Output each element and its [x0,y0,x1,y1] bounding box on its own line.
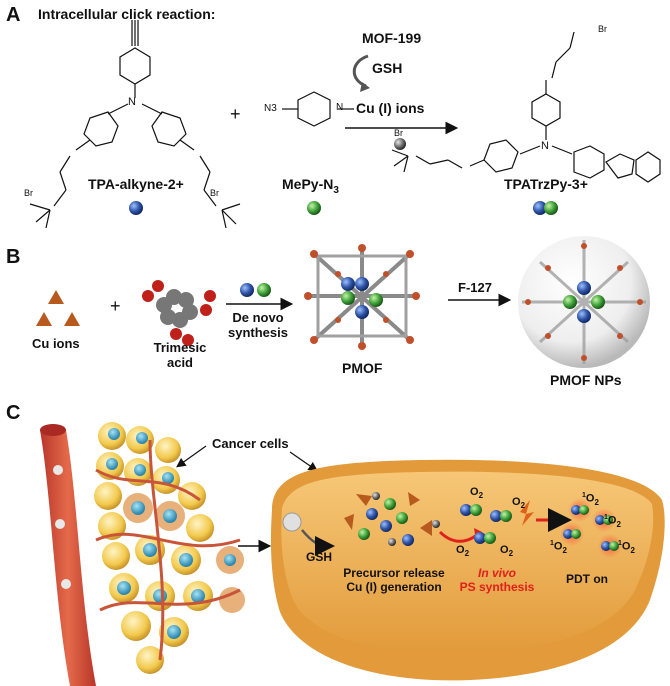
reactant1-label: TPA-alkyne-2+ [88,176,184,192]
trimesic-acid-model [142,280,216,346]
panel-b-label: B [6,246,21,268]
atom-n3: N3 [264,103,277,114]
cancer-cells-label: Cancer cells [212,436,289,451]
product-blue-ball-icon [533,201,547,215]
atom-br-left: Br [24,188,33,198]
product-label: TPATrzPy-3+ [504,176,588,192]
blood-vessel [40,424,96,686]
mepy-n3-structure [282,91,354,127]
plus-sign-b: + [110,296,121,316]
gsh-arrow [301,529,335,556]
gsh-label: GSH [306,550,333,564]
singlet-o2-3: 1O2 [550,540,567,555]
singlet-o2-4: 1O2 [618,540,635,555]
condition-cu: Cu (I) ions [356,100,425,116]
cu-ions-triangles [36,290,80,326]
atom-br-product-2: Br [394,128,403,138]
f127-label: F-127 [458,280,492,295]
ps-synthesis-cluster [460,504,512,544]
product-green-ball-icon [544,201,558,215]
nanoparticle-icon [282,512,302,532]
panel-c-label: C [6,402,21,424]
condition-gsh: GSH [372,60,403,76]
atom-n-plus: N [336,102,344,113]
o2-label-2: O2 [512,496,526,511]
cancer-cells-pointer-2 [289,451,318,472]
singlet-o2-1: 1O2 [582,492,599,507]
tpa-alkyne-structure [29,20,241,229]
capillaries [95,439,241,661]
pdt-glow [560,498,622,558]
pmof-label: PMOF [342,360,383,376]
cu-ions-label: Cu ions [32,336,80,351]
blue-ball-icon [129,201,143,215]
panel-a-label: A [6,4,21,26]
singlet-o2-2: 1O2 [604,514,621,529]
atom-n-product: N [541,140,549,152]
atom-br-product: Br [598,24,607,34]
pmof-nps-label: PMOF NPs [550,372,622,388]
curved-arrow [352,54,369,88]
atom-n-a: N [128,96,136,108]
b-blue-ball-icon [240,283,254,297]
tpatrzpy-structure [391,31,661,183]
panel-a-title: Intracellular click reaction: [38,6,216,22]
o2-label-3: O2 [456,544,470,559]
plus-sign-a: + [230,104,241,124]
o2-label-4: O2 [500,544,514,559]
b-green-ball-icon [257,283,271,297]
condition-mof: MOF-199 [362,30,422,46]
pdt-on-label: PDT on [566,572,608,586]
gray-ball-icon [394,138,406,150]
o2-label-1: O2 [470,486,484,501]
reactant2-label: MePy-N3 [282,176,339,196]
cancer-cells-pointer [176,445,207,468]
atom-br-right: Br [210,188,219,198]
nuclei [106,428,236,639]
green-ball-icon [307,201,321,215]
pmof-nps-sphere [518,236,650,368]
precursor-cloud [344,492,440,546]
lightning-icon [520,500,534,526]
pmof-lattice [304,242,422,350]
